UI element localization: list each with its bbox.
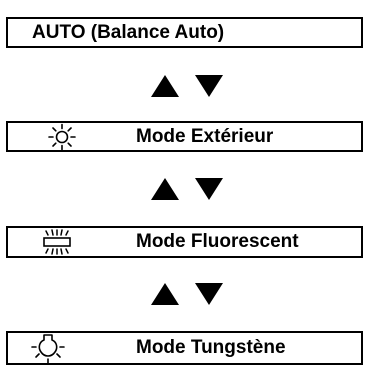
up-triangle-icon (151, 283, 179, 305)
mode-auto-box[interactable]: AUTO (Balance Auto) (6, 17, 363, 48)
mode-exterieur-box[interactable]: Mode Extérieur (6, 121, 363, 152)
cycle-arrows (150, 176, 240, 202)
mode-auto-label: AUTO (Balance Auto) (32, 21, 225, 43)
mode-tungstene-label: Mode Tungstène (136, 337, 286, 358)
up-triangle-icon (151, 178, 179, 200)
mode-exterieur-label: Mode Extérieur (136, 125, 274, 147)
up-triangle-icon (151, 75, 179, 97)
fluorescent-icon (38, 227, 76, 257)
cycle-arrows (150, 281, 240, 307)
down-triangle-icon (195, 283, 223, 305)
cycle-arrows (150, 73, 240, 99)
mode-fluorescent-box[interactable]: Mode Fluorescent (6, 226, 363, 258)
down-triangle-icon (195, 75, 223, 97)
down-triangle-icon (195, 178, 223, 200)
mode-fluorescent-label: Mode Fluorescent (136, 231, 299, 252)
tungsten-bulb-icon (30, 332, 66, 364)
sun-icon (46, 123, 78, 151)
mode-tungstene-box[interactable]: Mode Tungstène (6, 331, 363, 365)
